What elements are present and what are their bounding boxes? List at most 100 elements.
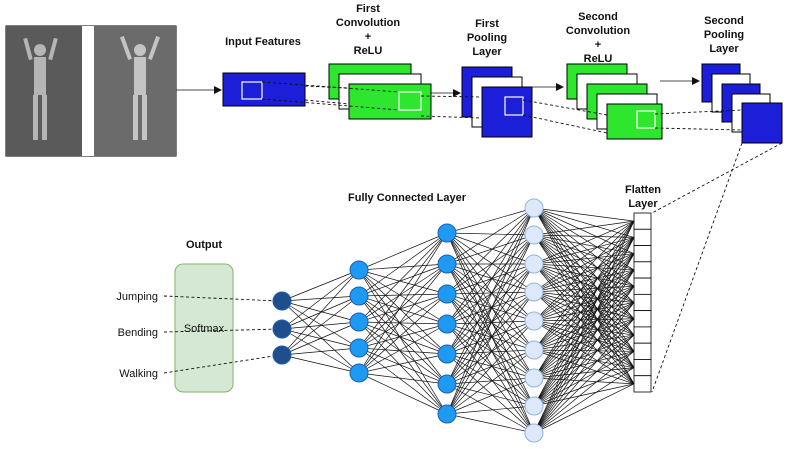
connection-edge bbox=[533, 207, 635, 271]
connection-edge bbox=[533, 253, 635, 293]
connection-edge bbox=[533, 334, 635, 379]
connection-edge bbox=[446, 234, 535, 415]
connection-edge bbox=[533, 237, 635, 379]
label-input-features: Input Features bbox=[225, 36, 301, 48]
label-softmax: Softmax bbox=[184, 323, 225, 335]
connection-edge bbox=[533, 285, 635, 322]
connection-edge bbox=[446, 383, 535, 434]
receptive-field-window bbox=[241, 81, 263, 100]
connection-edge bbox=[446, 263, 535, 379]
connection-edge bbox=[533, 220, 635, 351]
label-flatten-line2: Layer bbox=[628, 198, 658, 210]
connection-edge bbox=[533, 237, 635, 293]
input-fc-node bbox=[524, 282, 544, 302]
connection-edge bbox=[358, 263, 448, 323]
connection-edge bbox=[358, 347, 448, 355]
connection-edge bbox=[533, 269, 635, 434]
flatten-cell bbox=[633, 310, 652, 328]
connection-edge bbox=[446, 207, 535, 385]
connection-edge bbox=[281, 328, 360, 374]
connection-edge bbox=[281, 300, 360, 323]
label-pool1-line2: Pooling bbox=[467, 32, 507, 44]
connection-edge bbox=[533, 383, 635, 434]
label-conv1-line4: ReLU bbox=[354, 45, 383, 57]
connection-edge bbox=[533, 207, 635, 238]
connection-edge bbox=[358, 263, 448, 349]
connection-edge bbox=[446, 234, 535, 265]
connection-edge bbox=[446, 263, 535, 415]
connection-edge bbox=[446, 323, 535, 434]
connection-edge bbox=[358, 269, 448, 325]
connection-edge bbox=[446, 293, 535, 322]
connection-edge bbox=[358, 263, 448, 271]
input-fc-node bbox=[524, 368, 544, 388]
connection-edge bbox=[358, 232, 448, 349]
connection-edge bbox=[358, 347, 448, 415]
connection-edge bbox=[446, 263, 535, 322]
connection-edge bbox=[446, 291, 535, 385]
connection-edge bbox=[446, 232, 535, 265]
label-conv2-line2: Convolution bbox=[566, 25, 630, 37]
connection-edge bbox=[533, 351, 635, 434]
connection-edge bbox=[281, 295, 360, 356]
connection-edge bbox=[446, 232, 535, 407]
flatten-cell bbox=[633, 359, 652, 377]
label-flatten-line1: Flatten bbox=[625, 184, 661, 196]
connection-edge bbox=[446, 293, 535, 434]
label-pool1-line1: First bbox=[475, 18, 499, 30]
connection-edge bbox=[281, 300, 360, 374]
connection-edge bbox=[533, 234, 635, 303]
output-node bbox=[272, 345, 292, 365]
class-label-walking: Walking bbox=[119, 368, 158, 380]
pool1-feature-maps bbox=[461, 66, 533, 138]
connection-edge bbox=[358, 263, 448, 297]
flatten-cell bbox=[633, 245, 652, 263]
class-label-bending: Bending bbox=[118, 327, 158, 339]
connection-edge bbox=[358, 347, 448, 385]
projection-lines bbox=[261, 81, 783, 393]
connection-edge bbox=[358, 263, 448, 374]
connection-edge bbox=[446, 291, 535, 295]
connection-edge bbox=[446, 234, 535, 385]
connection-edge bbox=[446, 207, 535, 265]
connection-edge bbox=[446, 323, 535, 379]
connection-edge bbox=[533, 237, 635, 265]
input-fc-node bbox=[524, 254, 544, 274]
connection-edge bbox=[358, 372, 448, 415]
connection-edge bbox=[446, 323, 535, 407]
hidden1-node bbox=[437, 254, 457, 274]
connection-edge bbox=[533, 207, 635, 303]
hidden2-node bbox=[349, 338, 369, 358]
class-label-jumping: Jumping bbox=[116, 291, 158, 303]
connection-edge bbox=[533, 320, 635, 352]
connection-edge bbox=[446, 323, 535, 351]
connection-edge bbox=[446, 377, 535, 415]
conv1-feature-maps bbox=[328, 63, 432, 120]
connection-edge bbox=[446, 353, 535, 379]
connection-edge bbox=[281, 269, 360, 302]
person-silhouette-right bbox=[120, 36, 160, 140]
connection-edge bbox=[358, 293, 448, 349]
connection-edge bbox=[358, 269, 448, 415]
input-fc-node bbox=[524, 198, 544, 218]
pool2-feature-maps bbox=[701, 63, 783, 144]
softmax-box bbox=[174, 263, 234, 393]
connection-edge bbox=[281, 269, 360, 356]
connection-edge bbox=[533, 367, 635, 407]
connection-edge bbox=[446, 353, 535, 434]
connection-edge bbox=[533, 318, 635, 407]
connection-edge bbox=[533, 263, 635, 287]
connection-edge bbox=[358, 269, 448, 385]
connection-edge bbox=[358, 323, 448, 374]
connection-edge bbox=[358, 232, 448, 323]
connection-edge bbox=[446, 207, 535, 325]
connection-edge bbox=[533, 253, 635, 265]
connection-edge bbox=[446, 377, 535, 385]
connection-edge bbox=[533, 220, 635, 407]
connection-edge bbox=[533, 234, 635, 320]
connection-edge bbox=[358, 269, 448, 355]
connection-edge bbox=[358, 232, 448, 297]
flatten-cell bbox=[633, 212, 652, 230]
flatten-cell bbox=[633, 342, 652, 360]
connection-edge bbox=[533, 318, 635, 434]
